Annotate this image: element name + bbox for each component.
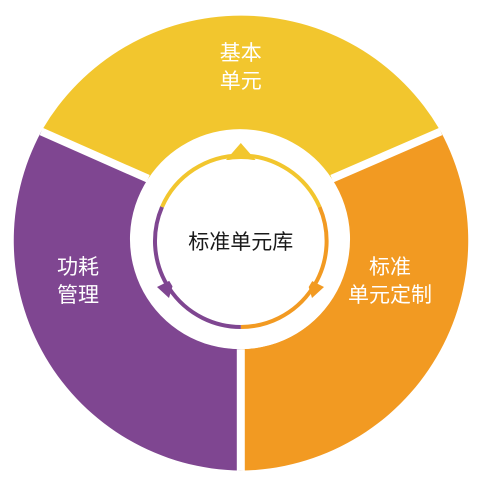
segment-basic-line-1: 基本 [220,41,262,65]
segment-power-line-1: 功耗 [57,255,99,279]
segment-power-line-2: 管理 [57,283,99,307]
segment-basic-line-2: 单元 [220,69,262,93]
segment-custom-line-2: 单元定制 [348,283,432,307]
center-label: 标准单元库 [188,230,293,254]
segment-basic-unit [41,15,441,179]
inner-ring-arc-custom [240,206,329,329]
center-disc [158,159,323,323]
inner-ring-arc-basic [160,153,322,208]
segment-custom-line-1: 标准 [369,255,411,279]
segment-power-management [13,131,241,471]
inner-ring-arc-power [153,206,241,329]
segment-standard-unit-custom [240,131,469,471]
segment-dividers [39,127,443,471]
